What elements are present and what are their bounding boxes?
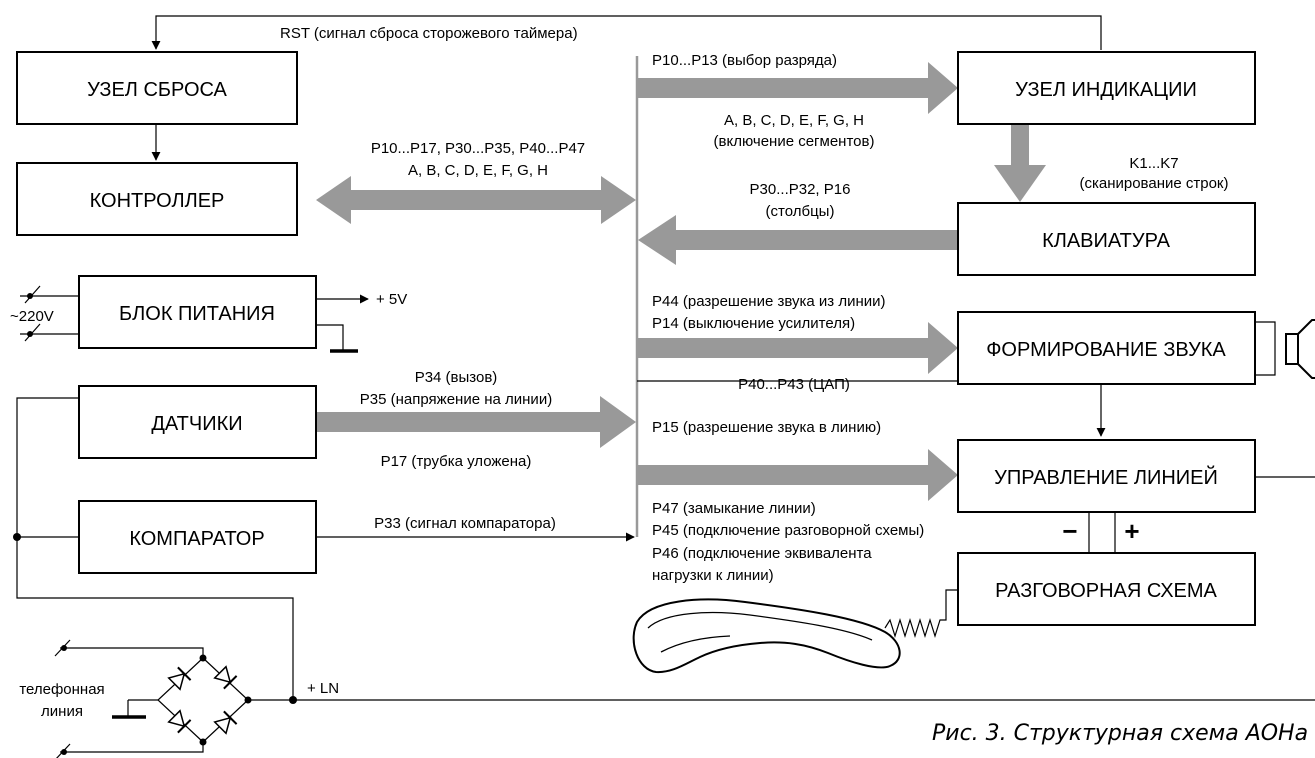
- sensors-bus-arrow: [316, 396, 636, 448]
- power-block-label: БЛОК ПИТАНИЯ: [119, 303, 275, 325]
- comparator-block: КОМПАРАТОР: [78, 500, 317, 574]
- indication-bus-arrow: [637, 62, 958, 114]
- power-output-wire: [316, 294, 369, 353]
- plus5-label: + 5V: [376, 291, 407, 308]
- keyboard-columns-label-2: (столбцы): [766, 203, 835, 220]
- line-control-block-label: УПРАВЛЕНИЕ ЛИНИЕЙ: [994, 465, 1218, 489]
- indication-label-2: A, B, C, D, E, F, G, H: [724, 112, 864, 129]
- keyscan-label-1: K1...K7: [1129, 155, 1178, 172]
- sensors-block: ДАТЧИКИ: [78, 385, 317, 459]
- plus-sign: +: [1124, 516, 1139, 546]
- comparator-block-label: КОМПАРАТОР: [129, 528, 264, 550]
- sound-label-2: P14 (выключение усилителя): [652, 315, 855, 332]
- indication-block: УЗЕЛ ИНДИКАЦИИ: [957, 51, 1256, 125]
- controller-block-label: КОНТРОЛЛЕР: [90, 190, 225, 212]
- indication-label-1: P10...P13 (выбор разряда): [652, 52, 837, 69]
- rst-label: RST (сигнал сброса сторожевого таймера): [280, 25, 578, 42]
- keyboard-block: КЛАВИАТУРА: [957, 202, 1256, 276]
- controller-block: КОНТРОЛЛЕР: [16, 162, 298, 236]
- rst-wire: [151, 15, 1102, 50]
- minus-sign: −: [1062, 516, 1077, 546]
- sensors-label-2: P35 (напряжение на линии): [360, 391, 552, 408]
- sound-bus-arrow: [637, 322, 958, 374]
- sensors-label-1: P34 (вызов): [415, 369, 498, 386]
- line-sense-wires: [13, 397, 1315, 704]
- telephone-line-label-1: телефонная: [19, 681, 104, 698]
- line-control-label-3: P46 (подключение эквивалента: [652, 545, 872, 562]
- mains-input-wires: [20, 285, 79, 342]
- controller-bus-label-2: A, B, C, D, E, F, G, H: [408, 162, 548, 179]
- reset-block: УЗЕЛ СБРОСА: [16, 51, 298, 125]
- telephone-line-label-2: линия: [41, 703, 83, 720]
- handset-icon: [632, 589, 958, 674]
- indication-block-label: УЗЕЛ ИНДИКАЦИИ: [1015, 79, 1197, 101]
- line-control-label-1: P47 (замыкание линии): [652, 500, 816, 517]
- line-control-label-2: P45 (подключение разговорной схемы): [652, 522, 924, 539]
- speech-block-label: РАЗГОВОРНАЯ СХЕМА: [995, 580, 1217, 602]
- speaker-icon: [1255, 319, 1315, 379]
- keyboard-columns-bus-arrow: [638, 215, 958, 265]
- keyscan-bus-arrow: [994, 124, 1046, 202]
- line-control-bus-arrow: [637, 449, 958, 501]
- sensors-label-3: P17 (трубка уложена): [381, 453, 532, 470]
- sound-label-3: P40...P43 (ЦАП): [738, 376, 850, 393]
- power-block: БЛОК ПИТАНИЯ: [78, 275, 317, 349]
- sound-block: ФОРМИРОВАНИЕ ЗВУКА: [957, 311, 1256, 385]
- comparator-signal-label: P33 (сигнал компаратора): [374, 515, 556, 532]
- keyscan-label-2: (сканирование строк): [1079, 175, 1228, 192]
- sensors-block-label: ДАТЧИКИ: [151, 413, 242, 435]
- sound-block-label: ФОРМИРОВАНИЕ ЗВУКА: [986, 339, 1226, 361]
- line-control-to-speech-wires: [1088, 476, 1315, 553]
- controller-bus-label-1: P10...P17, P30...P35, P40...P47: [371, 140, 585, 157]
- reset-block-label: УЗЕЛ СБРОСА: [87, 79, 227, 101]
- line-control-block: УПРАВЛЕНИЕ ЛИНИЕЙ: [957, 439, 1256, 513]
- controller-bus-arrow: [316, 176, 636, 224]
- keyboard-columns-label-1: P30...P32, P16: [750, 181, 851, 198]
- p15-label: P15 (разрешение звука в линию): [652, 419, 881, 436]
- ln-label: + LN: [307, 680, 339, 697]
- keyboard-block-label: КЛАВИАТУРА: [1042, 230, 1171, 252]
- sound-label-1: P44 (разрешение звука из линии): [652, 293, 886, 310]
- mains-label: ~220V: [10, 308, 54, 325]
- diode-bridge-icon: [54, 639, 252, 758]
- figure-caption: Рис. 3. Структурная схема АОНа: [932, 721, 1308, 746]
- speech-block: РАЗГОВОРНАЯ СХЕМА: [957, 552, 1256, 626]
- line-control-label-4: нагрузки к линии): [652, 567, 774, 584]
- indication-label-3: (включение сегментов): [714, 133, 875, 150]
